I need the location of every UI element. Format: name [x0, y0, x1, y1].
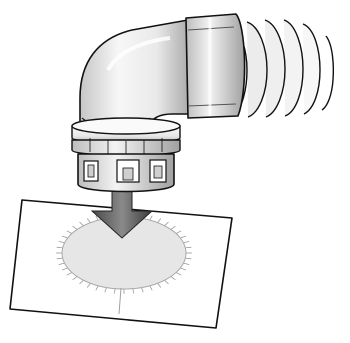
- tick-mark: [58, 262, 65, 265]
- tick-mark: [104, 287, 107, 293]
- tick-mark: [66, 230, 72, 234]
- tick-mark: [185, 257, 192, 260]
- tick-mark: [86, 283, 91, 288]
- tick-mark: [157, 218, 162, 223]
- tick-mark: [66, 272, 72, 276]
- tick-mark: [86, 218, 91, 223]
- tick-mark: [132, 288, 135, 294]
- tick-mark: [79, 221, 84, 227]
- tick-mark: [95, 215, 99, 221]
- tick-mark: [56, 246, 63, 249]
- tick-mark: [164, 221, 169, 227]
- tick-mark: [176, 230, 182, 234]
- tick-mark: [183, 241, 190, 244]
- tick-mark: [164, 279, 169, 285]
- bayonet-connector: [77, 153, 175, 193]
- tick-mark: [72, 225, 78, 230]
- tick-mark: [180, 235, 187, 239]
- alignment-line: [118, 287, 122, 315]
- hose-collar: [185, 13, 246, 119]
- tick-mark: [113, 288, 116, 294]
- tick-mark: [61, 235, 68, 239]
- tick-mark: [58, 241, 65, 244]
- corrugated-hose: [231, 19, 335, 118]
- tick-mark: [149, 285, 153, 291]
- target-circle: [56, 212, 192, 315]
- tick-mark: [141, 287, 144, 293]
- tick-mark: [61, 267, 68, 271]
- tick-mark: [149, 215, 153, 221]
- tick-mark: [185, 246, 192, 249]
- tick-mark: [180, 267, 187, 271]
- elbow-body: [79, 19, 191, 127]
- tick-mark: [157, 283, 162, 288]
- tick-mark: [72, 276, 78, 281]
- tick-mark: [176, 272, 182, 276]
- tick-mark: [183, 262, 190, 265]
- tick-mark: [170, 225, 176, 230]
- tick-mark: [56, 257, 63, 260]
- threaded-ring: [71, 117, 181, 156]
- tick-mark: [170, 276, 176, 281]
- tick-mark: [79, 279, 84, 285]
- tick-mark: [95, 285, 99, 291]
